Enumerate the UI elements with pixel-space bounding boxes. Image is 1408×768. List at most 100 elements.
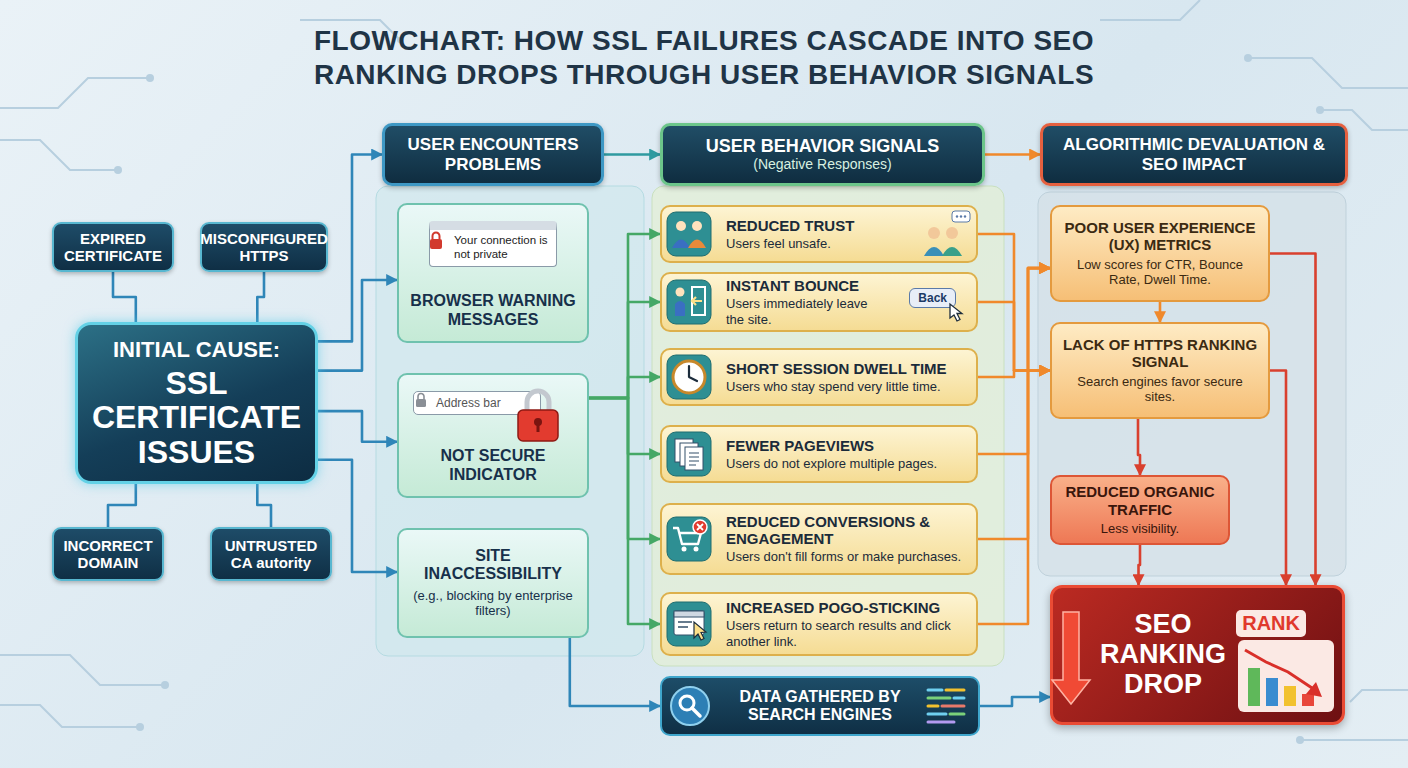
code-lines — [946, 689, 964, 692]
code-lines — [928, 713, 946, 716]
circuit-lines — [0, 140, 118, 170]
connector-arrow — [978, 234, 1050, 371]
node-body: Less visibility. — [1101, 521, 1180, 537]
node-heading: USER ENCOUNTERS PROBLEMS — [395, 135, 591, 174]
node-heading: SITE INACCESSIBILITY — [409, 547, 577, 584]
node-heading: SEO RANKING DROP — [1093, 610, 1233, 699]
trust-icon — [952, 211, 970, 222]
rank-chart — [1238, 640, 1334, 712]
bounce-icon — [692, 297, 702, 305]
circuit-lines — [1350, 690, 1408, 702]
node-heading: INITIAL CAUSE: — [113, 337, 280, 362]
magnifier-icon — [680, 696, 694, 710]
trust-icon — [956, 215, 958, 217]
bounce-icon — [692, 287, 705, 315]
connector-arrow — [257, 484, 271, 527]
node-heading: ALGORITHMIC DEVALUATION & SEO IMPACT — [1053, 135, 1335, 174]
lock-icon — [416, 399, 426, 407]
big-lock-icon — [534, 418, 542, 426]
cause-box: INCORRECT DOMAIN — [52, 527, 164, 581]
code-lines — [954, 697, 964, 700]
trust-icon — [672, 240, 690, 249]
node-heading: POOR USER EXPERIENCE (UX) METRICS — [1062, 219, 1258, 254]
bounce-icon — [667, 280, 962, 324]
node-heading: EXPIRED CERTIFICATE — [59, 230, 167, 265]
address-bar-text: Address bar — [413, 391, 541, 415]
trust-icon — [960, 215, 962, 217]
circuit-lines — [0, 655, 165, 685]
result-box: SEO RANKING DROPRANK — [1050, 585, 1345, 725]
connector-arrow — [1270, 254, 1316, 586]
root-cause-box: INITIAL CAUSE: SSL CERTIFICATE ISSUES — [75, 322, 318, 484]
problem-box: Your connection is not privateBROWSER WA… — [397, 203, 589, 343]
node-body: Users return to search results and click… — [726, 618, 964, 649]
bounce-icon — [667, 280, 711, 324]
magnifier-icon — [671, 687, 709, 725]
rank-chart — [1284, 686, 1296, 706]
magnifier-icon — [671, 687, 709, 725]
clock-icon — [667, 355, 711, 399]
browser-cursor-icon — [674, 611, 704, 635]
connector-arrow — [978, 302, 1050, 371]
node-body: Users don't fill forms or make purchases… — [726, 549, 961, 565]
circuit-dots — [161, 681, 169, 689]
code-lines — [942, 705, 964, 708]
connector-arrow — [108, 484, 136, 527]
browser-cursor-icon — [674, 611, 704, 617]
big-lock-icon — [527, 391, 549, 412]
node-heading: SSL CERTIFICATE ISSUES — [86, 366, 307, 470]
trust-icon — [924, 247, 944, 256]
connector-arrow — [589, 377, 660, 398]
connector-arrow — [589, 398, 660, 624]
problem-box: SITE INACCESSIBILITY (e.g., blocking by e… — [397, 528, 589, 638]
column-panel — [652, 186, 1004, 666]
cart-icon — [682, 547, 687, 552]
pages-icon — [685, 447, 703, 470]
node-heading: INCREASED POGO-STICKING — [726, 599, 940, 616]
big-lock-icon — [518, 391, 558, 441]
connector-arrow — [1159, 302, 1162, 322]
bounce-icon — [676, 288, 685, 297]
connector-arrow — [1270, 371, 1286, 586]
connector-arrow — [570, 638, 660, 706]
pages-icon — [675, 439, 693, 462]
bounce-icon — [950, 304, 962, 321]
circuit-lines — [0, 78, 150, 108]
trust-icon — [667, 211, 970, 256]
cart-icon — [694, 547, 699, 552]
rank-chart — [1266, 678, 1278, 706]
browser-cursor-icon — [678, 622, 692, 627]
cart-icon — [673, 528, 701, 544]
trust-icon — [928, 227, 940, 239]
circuit-dots — [114, 166, 122, 174]
connector-arrow — [589, 398, 660, 454]
code-lines — [928, 697, 950, 700]
behavior-box: INSTANT BOUNCEUsers immediately leave th… — [660, 272, 978, 332]
node-body: Search engines favor secure sites. — [1062, 374, 1258, 405]
warning-text: Your connection is not private — [429, 221, 557, 267]
node-body: Low scores for CTR, Bounce Rate, Dwell T… — [1062, 257, 1258, 288]
magnifier-icon — [692, 708, 700, 716]
code-lines — [928, 721, 954, 724]
connector-arrow — [604, 153, 660, 156]
connector-arrow — [978, 268, 1050, 539]
node-heading: UNTRUSTED CA autority — [217, 537, 325, 572]
connector-arrow — [318, 280, 397, 371]
node-body: (e.g., blocking by enterprise filters) — [409, 588, 577, 619]
connector-arrow — [980, 697, 1050, 706]
connector-arrow — [978, 268, 1050, 624]
browser-cursor-icon — [667, 602, 711, 646]
code-lines — [928, 689, 942, 692]
node-body: (Negative Responses) — [753, 156, 892, 173]
node-heading: NOT SECURE INDICATOR — [407, 447, 579, 484]
circuit-lines — [0, 0, 1408, 740]
down-arrow-icon — [1052, 612, 1090, 704]
diagram-title: FLOWCHART: HOW SSL FAILURES CASCADE INTO… — [254, 24, 1154, 91]
data-box: DATA GATHERED BY SEARCH ENGINES — [660, 676, 980, 736]
cart-icon — [693, 520, 707, 534]
down-arrow-icon — [1052, 612, 1090, 704]
node-heading: LACK OF HTTPS RANKING SIGNAL — [1062, 336, 1258, 371]
impact-box: POOR USER EXPERIENCE (UX) METRICSLow sco… — [1050, 205, 1270, 302]
node-heading: REDUCED CONVERSIONS & ENGAGEMENT — [726, 513, 964, 548]
lock-icon — [430, 239, 442, 249]
